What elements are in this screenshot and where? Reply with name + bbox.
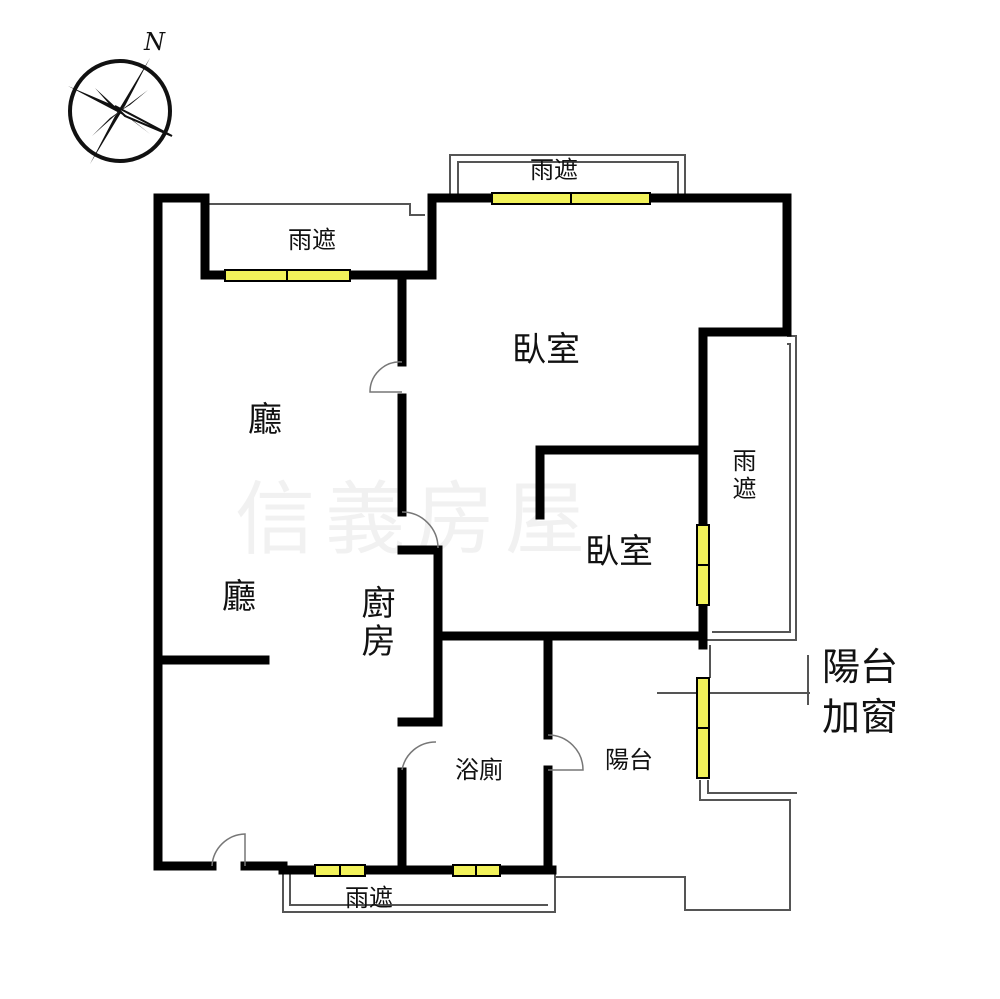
north-label: N	[144, 28, 165, 56]
label-living-room-1: 廳	[248, 400, 282, 440]
label-living-room-2: 廳	[222, 577, 256, 617]
walls	[153, 193, 792, 875]
label-bathroom: 浴廁	[455, 756, 503, 784]
label-bedroom-2: 臥室	[585, 532, 653, 572]
label-rain-cover-upper-left: 雨遮	[288, 226, 336, 254]
callout-line-2: 加窗	[822, 695, 899, 739]
door-arcs	[211, 361, 584, 867]
label-balcony: 陽台	[605, 746, 653, 774]
label-bedroom-1: 臥室	[512, 330, 580, 370]
label-rain-cover-bottom: 雨遮	[345, 884, 393, 912]
callout-line-1: 陽台	[822, 645, 899, 689]
label-kitchen: 廚房	[355, 585, 395, 661]
compass-icon	[68, 58, 173, 164]
label-rain-cover-right: 雨遮	[728, 448, 756, 504]
rain-cover-outlines	[205, 154, 810, 913]
windows	[224, 192, 710, 877]
label-rain-cover-top: 雨遮	[530, 156, 578, 184]
